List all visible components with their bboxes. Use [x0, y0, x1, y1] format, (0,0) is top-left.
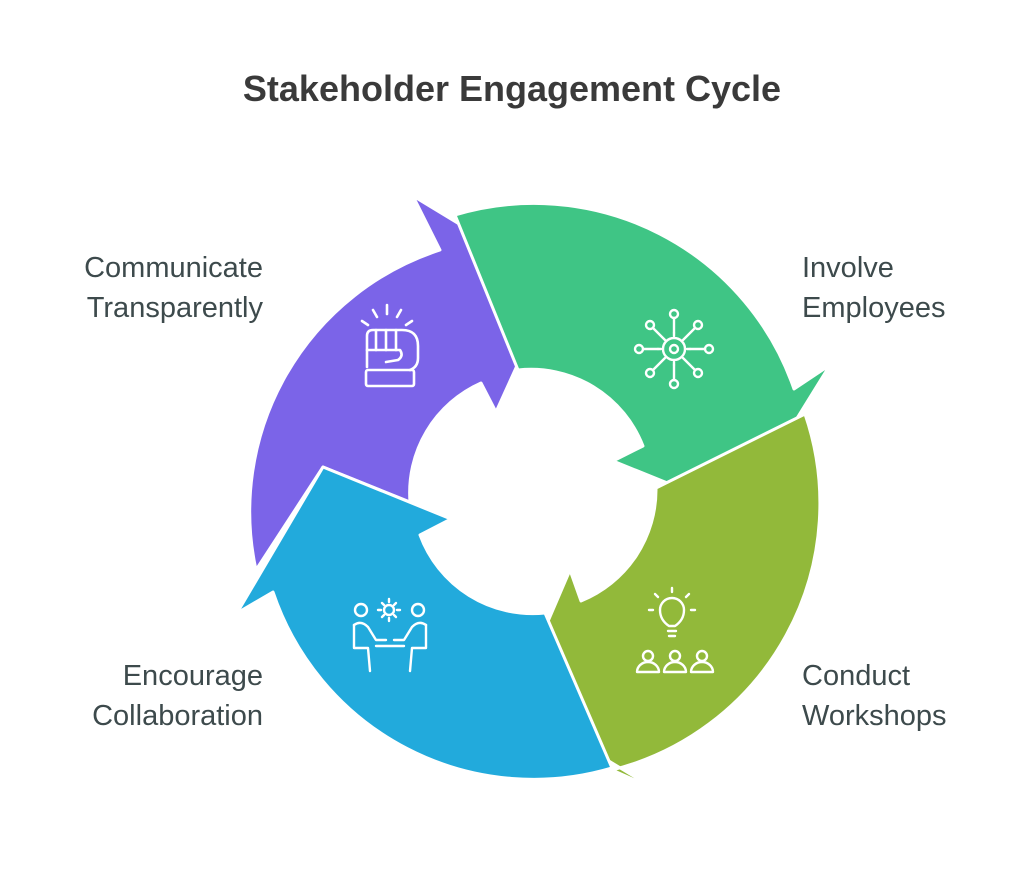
collaboration-icon	[352, 597, 428, 673]
label-encourage-collaboration: Encourage Collaboration	[92, 656, 263, 736]
label-communicate-transparently: Communicate Transparently	[84, 248, 263, 328]
label-line: Conduct	[802, 660, 911, 692]
label-conduct-workshops: Conduct Workshops	[802, 656, 947, 736]
segment-involve	[453, 201, 832, 514]
label-line: Employees	[802, 292, 946, 324]
lightbulb-audience-icon	[635, 586, 715, 674]
network-gear-icon	[633, 308, 715, 390]
label-line: Encourage	[122, 660, 263, 692]
label-line: Collaboration	[92, 700, 263, 732]
segment-conduct	[511, 412, 822, 791]
fist-icon	[360, 303, 420, 388]
label-line: Workshops	[802, 700, 947, 732]
label-line: Communicate	[84, 252, 263, 284]
segment-communicate	[248, 194, 557, 572]
label-involve-employees: Involve Employees	[802, 248, 945, 328]
label-line: Transparently	[86, 292, 263, 324]
label-line: Involve	[802, 252, 894, 284]
diagram-title: Stakeholder Engagement Cycle	[242, 68, 782, 109]
